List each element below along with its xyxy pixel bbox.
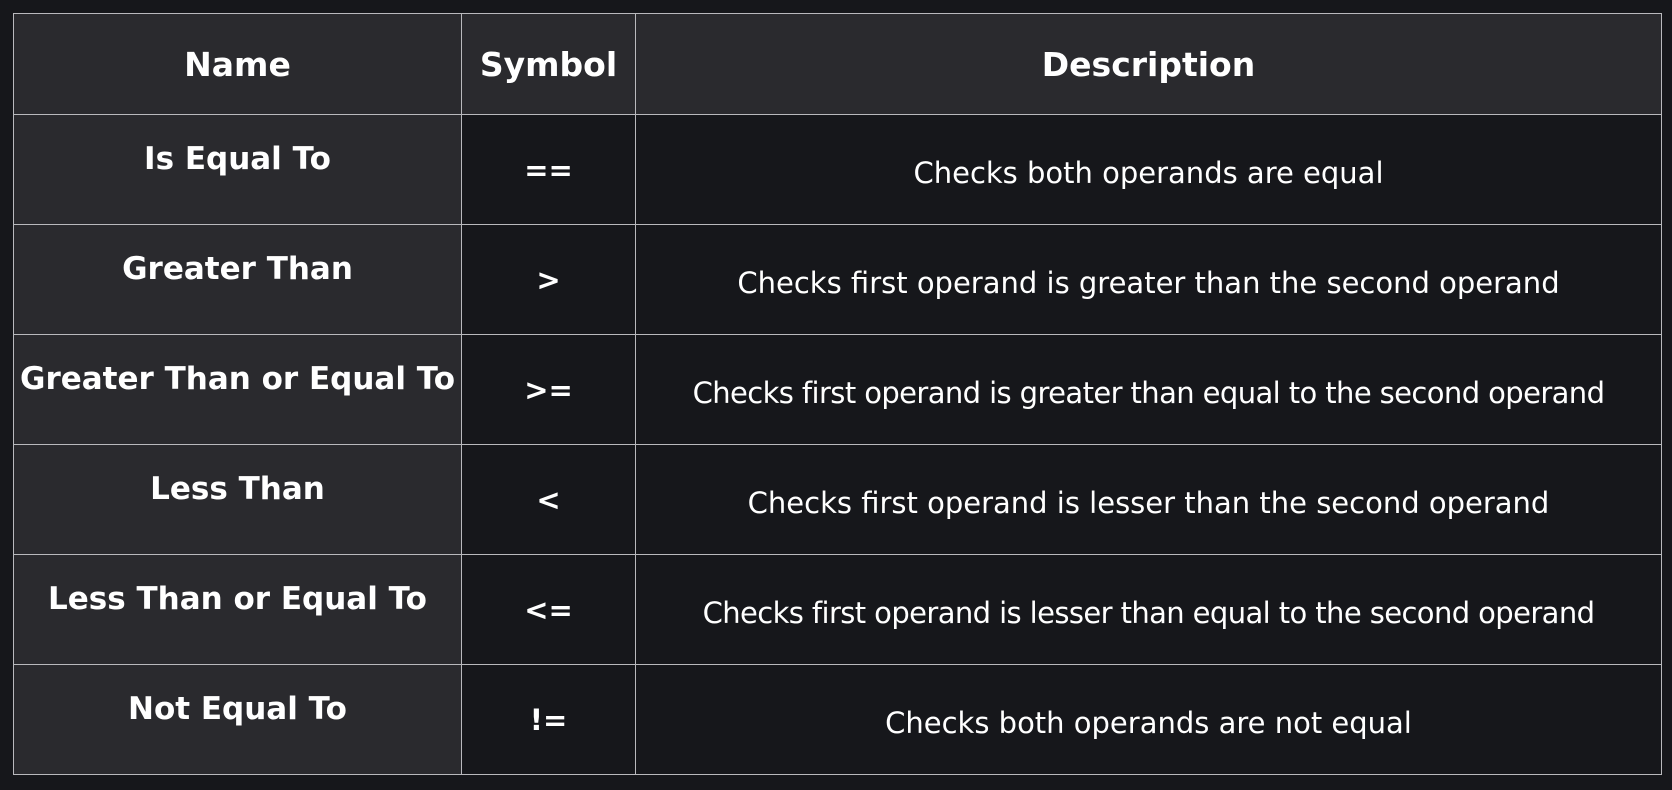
operator-description: Checks both operands are equal [635, 114, 1662, 225]
operator-name: Greater Than [13, 224, 462, 335]
operator-name: Less Than or Equal To [13, 554, 462, 665]
operator-symbol: < [461, 444, 636, 555]
operator-symbol: == [461, 114, 636, 225]
table-row: Less Than or Equal To <= Checks first op… [13, 554, 1662, 665]
operator-name: Greater Than or Equal To [13, 334, 462, 445]
operator-symbol: != [461, 664, 636, 775]
operator-description: Checks first operand is greater than equ… [635, 334, 1662, 445]
column-header-name: Name [13, 13, 462, 115]
table-row: Is Equal To == Checks both operands are … [13, 114, 1662, 225]
comparison-operators-table-container: Name Symbol Description Is Equal To == C… [13, 13, 1662, 775]
operator-name: Not Equal To [13, 664, 462, 775]
operator-name: Less Than [13, 444, 462, 555]
table-row: Not Equal To != Checks both operands are… [13, 664, 1662, 775]
column-header-symbol: Symbol [461, 13, 636, 115]
operator-description: Checks first operand is greater than the… [635, 224, 1662, 335]
operator-description: Checks both operands are not equal [635, 664, 1662, 775]
operator-description: Checks first operand is lesser than the … [635, 444, 1662, 555]
table-header-row: Name Symbol Description [13, 13, 1662, 115]
operator-symbol: <= [461, 554, 636, 665]
operator-symbol: > [461, 224, 636, 335]
operator-name: Is Equal To [13, 114, 462, 225]
operator-symbol: >= [461, 334, 636, 445]
comparison-operators-table: Name Symbol Description Is Equal To == C… [13, 13, 1662, 775]
operator-description: Checks first operand is lesser than equa… [635, 554, 1662, 665]
table-row: Greater Than > Checks first operand is g… [13, 224, 1662, 335]
column-header-description: Description [635, 13, 1662, 115]
table-row: Less Than < Checks first operand is less… [13, 444, 1662, 555]
table-row: Greater Than or Equal To >= Checks first… [13, 334, 1662, 445]
